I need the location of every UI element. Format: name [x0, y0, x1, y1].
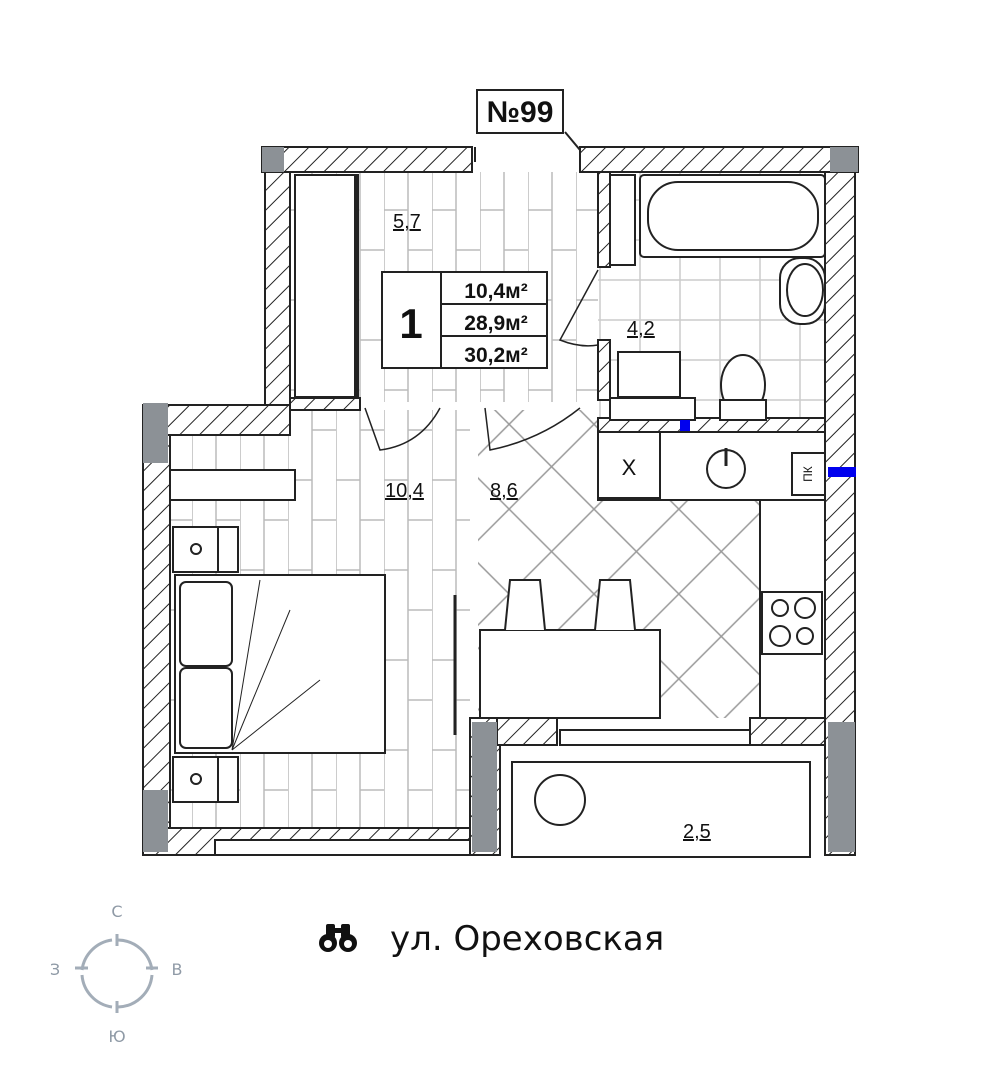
wardrobe: [294, 174, 359, 398]
binoculars-icon: [319, 924, 357, 952]
room-area-hallway: 5,7: [393, 211, 421, 233]
room-area-bedroom: 10,4: [385, 480, 424, 502]
columns: [143, 147, 858, 852]
total-area-with-balcony: 30,2м²: [464, 344, 527, 367]
apartment-number-box: [476, 89, 564, 134]
total-area: 28,9м²: [464, 312, 527, 335]
fridge-label: Х: [622, 455, 637, 480]
rooms-count: 1: [399, 300, 422, 347]
compass-north: С: [111, 902, 122, 921]
apartment-info-table: 1 10,4м² 28,9м² 30,2м²: [381, 271, 548, 369]
riser-kitchen: [828, 467, 856, 477]
room-area-bathroom: 4,2: [627, 318, 655, 340]
compass-east: В: [172, 960, 183, 979]
doors: [364, 269, 599, 735]
compass-south: Ю: [108, 1027, 125, 1046]
kitchen-counters: [479, 431, 826, 719]
apartment-number: №99: [487, 96, 554, 129]
pk-label: ПК: [801, 466, 815, 482]
riser-bathroom: [680, 420, 690, 434]
street-name: ул. Ореховская: [390, 919, 664, 959]
bathroom-fixtures: [609, 174, 826, 421]
compass-icon: [75, 934, 158, 1013]
room-area-kitchen: 8,6: [490, 480, 518, 502]
room-area-balcony: 2,5: [683, 821, 711, 843]
living-area: 10,4м²: [464, 280, 527, 303]
compass-west: З: [50, 960, 60, 979]
balcony-furniture: [214, 729, 811, 858]
bed: [172, 526, 386, 803]
entrance: [474, 131, 581, 162]
